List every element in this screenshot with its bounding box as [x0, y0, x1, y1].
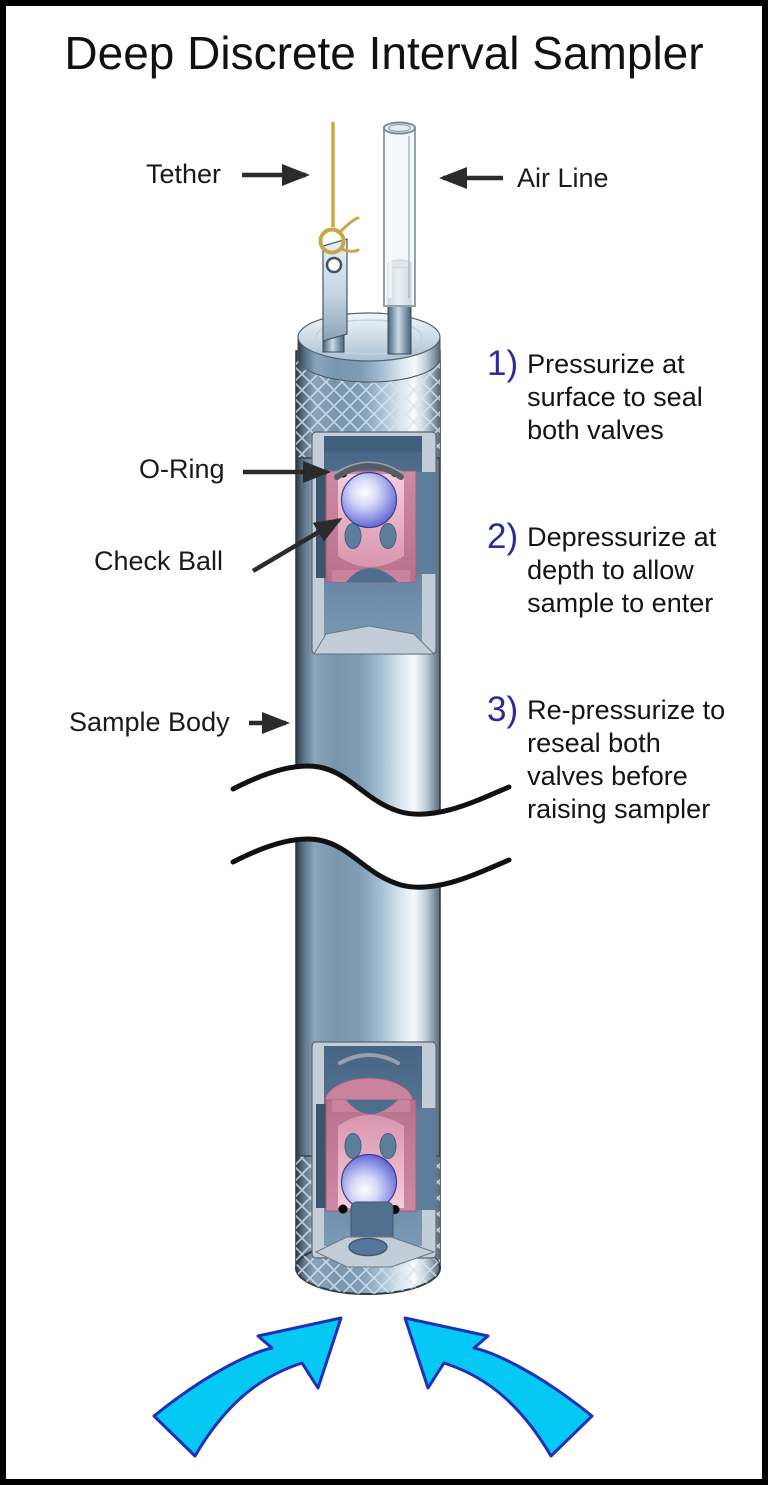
check-ball-label: Check Ball — [94, 546, 224, 576]
lower-valve-seat — [315, 1099, 437, 1215]
step-text: Re-pressurize to reseal both valves befo… — [527, 695, 726, 824]
o-ring-label: O-Ring — [139, 454, 225, 484]
tether-label: Tether — [146, 159, 222, 189]
step-number: 3) — [487, 690, 519, 729]
tether-line — [318, 122, 360, 255]
page-title: Deep Discrete Interval Sampler — [64, 27, 704, 79]
top-cap — [297, 312, 441, 383]
intake-port — [348, 1237, 388, 1257]
intake-arrow-left — [152, 1316, 343, 1458]
tether-eyelet-post — [322, 238, 348, 353]
lower-valve-cutaway — [311, 1041, 437, 1268]
break-lines — [230, 763, 512, 890]
sample-body-label: Sample Body — [69, 707, 230, 737]
step-number: 1) — [487, 344, 519, 383]
step-item: 1) Pressurize at surface to seal both va… — [487, 346, 757, 447]
eyelet-hole — [325, 256, 343, 274]
air-line-label: Air Line — [517, 163, 609, 193]
lower-retainer-arc — [338, 1053, 400, 1065]
upper-valve-cutaway — [311, 431, 437, 655]
check-ball-leader-arrow — [251, 517, 343, 573]
step-number: 2) — [487, 517, 519, 556]
step-text: Pressurize at surface to seal both valve… — [527, 349, 703, 445]
air-line-tube — [383, 121, 416, 307]
step-text: Depressurize at depth to allow sample to… — [527, 522, 717, 618]
step-item: 3) Re-pressurize to reseal both valves b… — [487, 692, 757, 826]
sampler-illustration — [152, 121, 594, 1458]
intake-arrow-right — [403, 1316, 594, 1458]
step-item: 2) Depressurize at depth to allow sample… — [487, 519, 757, 620]
